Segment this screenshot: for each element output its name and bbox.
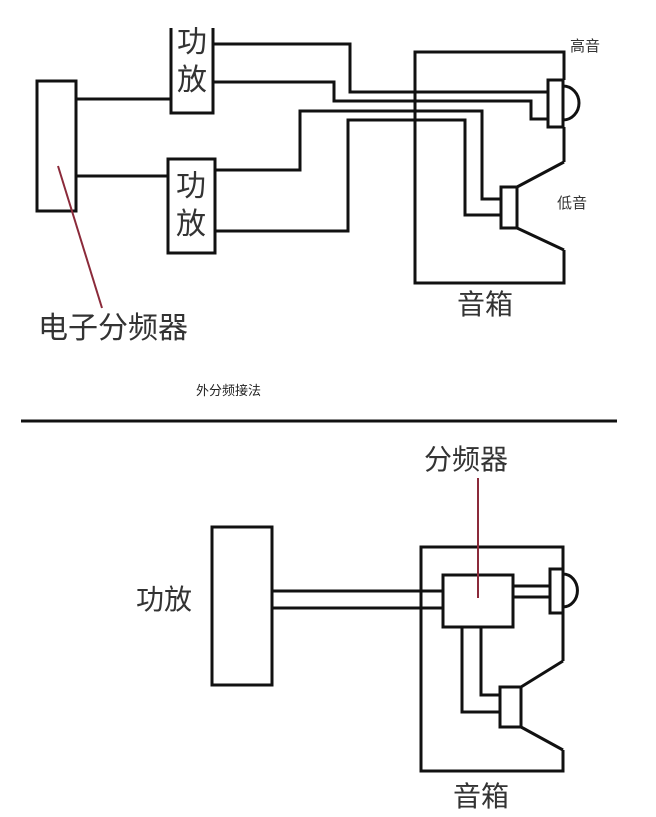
- wire-amp-top-to-tweeter-1: [213, 42, 548, 94]
- amp-bottom-char-2: 放: [176, 207, 206, 242]
- woofer-horn-lower: [516, 226, 565, 252]
- woofer-body: [499, 185, 519, 230]
- tweeter-dome-icon: [562, 84, 581, 122]
- amplifier-label: 功放: [136, 583, 193, 616]
- speaker-cabinet-top: [413, 50, 566, 285]
- amp-top-char-2: 放: [177, 63, 207, 98]
- electronic-crossover-box: [35, 79, 78, 213]
- amplifier-box: [210, 525, 274, 687]
- speaker-cabinet-label-top: 音箱: [457, 288, 514, 321]
- crossover-label: 分频器: [424, 443, 509, 476]
- external-crossover-caption: 外分频接法: [196, 384, 262, 399]
- woofer-horn-upper-bottom: [520, 659, 564, 689]
- amplifier-top-box: [169, 28, 215, 115]
- amp-top-char-1: 功: [177, 25, 207, 60]
- wire-crossover-to-woofer-2: [479, 627, 500, 697]
- tweeter-dome-icon-bottom: [562, 572, 579, 609]
- amp-bottom-char-1: 功: [176, 169, 206, 204]
- wire-amp-top-to-tweeter-2: [213, 80, 548, 121]
- electronic-crossover-label: 电子分频器: [38, 311, 188, 346]
- amplifier-top-label: 功 放: [171, 24, 213, 100]
- electronic-crossover-leader-line: [57, 165, 103, 309]
- speaker-cabinet-label-bottom: 音箱: [453, 780, 510, 813]
- woofer-horn-lower-bottom: [520, 725, 564, 752]
- amplifier-bottom-label: 功 放: [170, 168, 212, 244]
- woofer-horn-upper: [516, 160, 565, 189]
- woofer-body-bottom: [498, 685, 523, 729]
- wire-crossover-to-woofer-1: [460, 627, 500, 714]
- tweeter-label: 高音: [570, 37, 601, 55]
- tweeter-body-bottom: [548, 567, 565, 615]
- amplifier-bottom-box: [166, 157, 217, 255]
- wire-amp-bottom-to-woofer-1: [215, 109, 501, 201]
- wire-amp-bottom-to-woofer-2: [215, 118, 501, 233]
- woofer-label: 低音: [557, 194, 588, 212]
- speaker-cabinet-bottom: [419, 545, 565, 773]
- tweeter-body: [546, 78, 565, 129]
